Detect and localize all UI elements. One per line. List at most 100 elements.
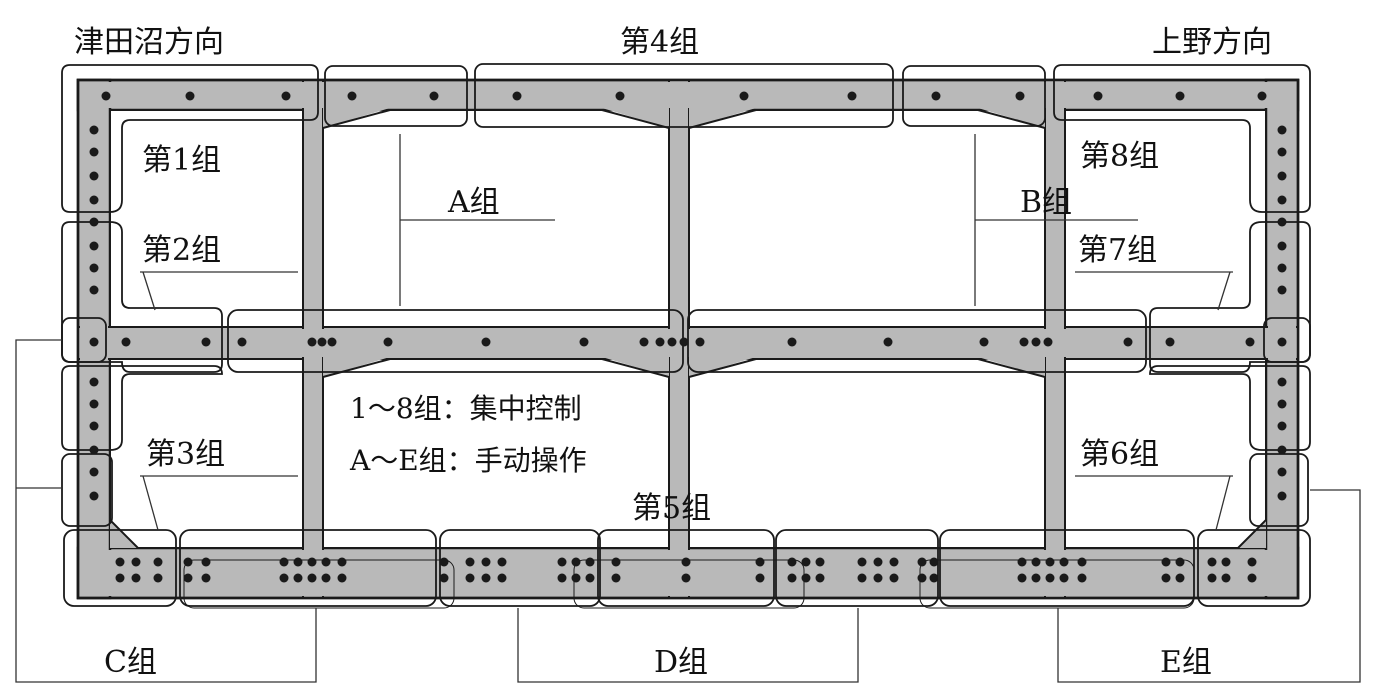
pipe-dot bbox=[1161, 573, 1171, 583]
pipe-dot bbox=[1277, 241, 1287, 251]
pipe-dot bbox=[153, 557, 163, 567]
pipe-dot bbox=[571, 557, 581, 567]
group-outlines bbox=[61, 63, 1311, 609]
pipe-dot bbox=[281, 91, 291, 101]
bottom-box-d3 bbox=[775, 529, 939, 607]
pipe-dot bbox=[847, 91, 857, 101]
pipe-dot bbox=[347, 91, 357, 101]
pipe-dot bbox=[1221, 557, 1231, 567]
pipe-dot bbox=[115, 557, 125, 567]
pipe-dot bbox=[1045, 573, 1055, 583]
pipe-dot bbox=[317, 337, 327, 347]
pipe-dot bbox=[695, 337, 705, 347]
bottom-box-d2 bbox=[597, 529, 775, 607]
pipe-dot bbox=[512, 91, 522, 101]
pipe-dot bbox=[1277, 421, 1287, 431]
pipe-dot bbox=[579, 337, 589, 347]
pipe-dot bbox=[929, 573, 939, 583]
pipe-dot bbox=[279, 573, 289, 583]
pipe-dot bbox=[89, 337, 99, 347]
pipe-dot bbox=[439, 573, 449, 583]
pipe-dot bbox=[1277, 125, 1287, 135]
pipe-dot bbox=[307, 337, 317, 347]
pipe-dot bbox=[1277, 377, 1287, 387]
pipe-dot bbox=[1277, 337, 1287, 347]
pipe-dot bbox=[1077, 573, 1087, 583]
pipe-dot bbox=[465, 557, 475, 567]
pipe-dot bbox=[755, 557, 765, 567]
pipe-dot bbox=[801, 557, 811, 567]
pipe-dot bbox=[1277, 467, 1287, 477]
pipe-dot bbox=[873, 557, 883, 567]
group-4-box-2 bbox=[474, 63, 894, 128]
group-1-label: 第1组 bbox=[142, 143, 221, 178]
group-e-label: E组 bbox=[1160, 645, 1212, 680]
pipe-dot bbox=[801, 573, 811, 583]
pipe-dot bbox=[615, 91, 625, 101]
pipe-dot bbox=[1031, 573, 1041, 583]
pipe-dot bbox=[89, 399, 99, 409]
pipe-dot bbox=[857, 573, 867, 583]
legend-line-1: 1～8组：集中控制 bbox=[350, 392, 582, 425]
pipe-dot bbox=[755, 573, 765, 583]
group-4-box-1 bbox=[324, 65, 468, 127]
pipe-dot bbox=[873, 573, 883, 583]
pipe-dot bbox=[883, 337, 893, 347]
pipe-dot bbox=[497, 573, 507, 583]
pipe-dot bbox=[1093, 91, 1103, 101]
pipe-dot bbox=[89, 195, 99, 205]
pipe-dot bbox=[1277, 263, 1287, 273]
pipe-dot bbox=[1019, 337, 1029, 347]
pipe-dot bbox=[787, 557, 797, 567]
leader-group-b bbox=[974, 134, 1138, 306]
pipe-dot bbox=[1043, 337, 1053, 347]
group-b-label: B组 bbox=[1020, 185, 1072, 220]
pipe-dot bbox=[89, 241, 99, 251]
pipe-dot bbox=[1277, 171, 1287, 181]
group-3-label: 第3组 bbox=[146, 437, 225, 472]
leader-lines bbox=[15, 134, 1361, 683]
pipe-dot bbox=[1277, 195, 1287, 205]
pipe-dot bbox=[1207, 557, 1217, 567]
pipe-dot bbox=[89, 263, 99, 273]
pipe-dot bbox=[787, 337, 797, 347]
pipe-dot bbox=[337, 557, 347, 567]
pipe-dot bbox=[481, 557, 491, 567]
pipe-dot bbox=[1245, 337, 1255, 347]
pipe-dot bbox=[89, 125, 99, 135]
pipe-dot bbox=[585, 557, 595, 567]
pipe-dot bbox=[89, 491, 99, 501]
leader-group-d bbox=[517, 608, 859, 683]
group-6-outline bbox=[1149, 365, 1311, 451]
pipe-dot bbox=[201, 573, 211, 583]
pipe-dot bbox=[639, 337, 649, 347]
pipe-dot bbox=[681, 573, 691, 583]
pipe-dot bbox=[465, 573, 475, 583]
pipe-dot bbox=[889, 557, 899, 567]
pipe-dot bbox=[557, 573, 567, 583]
pipe-dot bbox=[815, 573, 825, 583]
group-3-outline bbox=[61, 365, 223, 451]
leader-group-a bbox=[399, 134, 555, 306]
pipe-dot bbox=[917, 573, 927, 583]
pipe-dot bbox=[1059, 573, 1069, 583]
pipe-dot bbox=[917, 557, 927, 567]
pipe-dot bbox=[1207, 573, 1217, 583]
pipe-dot bbox=[293, 573, 303, 583]
leader-group-c bbox=[15, 339, 317, 683]
pipe-dot bbox=[89, 421, 99, 431]
pipe-dot bbox=[1277, 491, 1287, 501]
pipe-dot bbox=[1277, 285, 1287, 295]
pipe-dot bbox=[1123, 337, 1133, 347]
pipe-dot bbox=[1059, 557, 1069, 567]
middle-box-2 bbox=[687, 309, 1147, 373]
group-c-label: C组 bbox=[104, 645, 157, 680]
pipe-dot bbox=[1221, 573, 1231, 583]
pipe-dot bbox=[497, 557, 507, 567]
group-7-label: 第7组 bbox=[1078, 233, 1157, 268]
pipe-dot bbox=[1257, 91, 1267, 101]
pipe-dot bbox=[201, 337, 211, 347]
pipe-dot bbox=[89, 285, 99, 295]
bottom-box-c2 bbox=[179, 529, 437, 607]
